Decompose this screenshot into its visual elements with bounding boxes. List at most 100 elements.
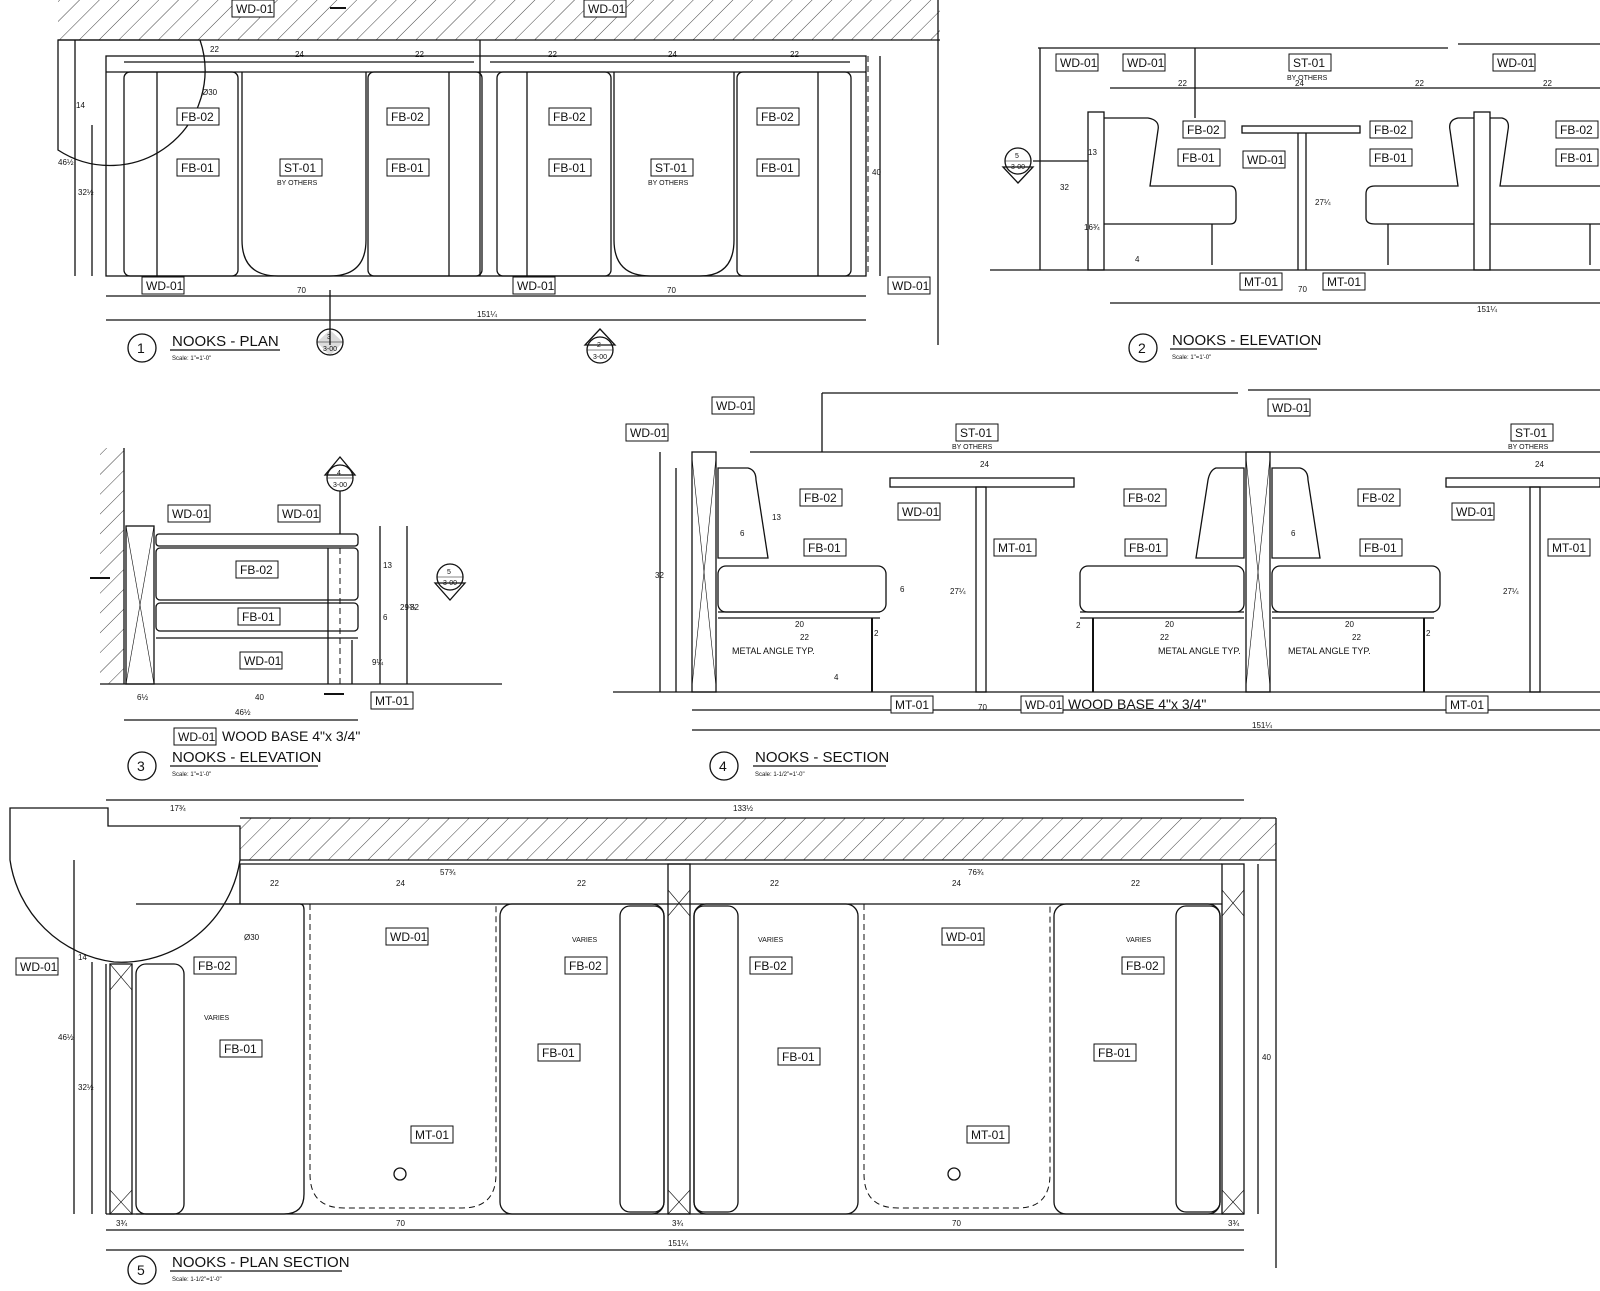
varies-note: VARIES: [758, 937, 783, 944]
tag-fb-02: FB-02: [564, 956, 608, 975]
dim: Ø30: [202, 88, 218, 97]
section-marker-5: 5 3-00: [1001, 147, 1088, 184]
tag-wd-01: WD-01: [1055, 53, 1099, 72]
dim: 32½: [78, 1083, 94, 1092]
dim: 22: [577, 879, 586, 888]
tag-fb-02: FB-02: [176, 107, 220, 126]
section-marker-2: 2 3-00: [583, 328, 617, 364]
svg-text:WD-01: WD-01: [244, 654, 282, 668]
varies-note: VARIES: [204, 1015, 229, 1022]
svg-text:FB-01: FB-01: [1364, 541, 1397, 555]
svg-text:FB-01: FB-01: [391, 161, 424, 175]
svg-text:FB-02: FB-02: [1128, 491, 1161, 505]
dim: 32: [1060, 183, 1069, 192]
svg-text:FB-01: FB-01: [181, 161, 214, 175]
column-hatch: [57, 39, 206, 167]
dim: 22: [210, 45, 219, 54]
tag-fb-01: FB-01: [777, 1047, 821, 1066]
dim: 27¼: [1315, 198, 1331, 207]
tag-wd-01: WD-01: [711, 396, 755, 415]
tag-wd-01: WD-01: [239, 651, 283, 670]
svg-text:ST-01: ST-01: [284, 161, 316, 175]
svg-text:MT-01: MT-01: [895, 698, 929, 712]
tag-wd-01: WD-01: [173, 727, 217, 746]
svg-text:Scale: 1-1/2"=1'-0": Scale: 1-1/2"=1'-0": [755, 772, 805, 778]
svg-text:WD-01: WD-01: [902, 505, 940, 519]
tag-wd-01: WD-01: [1267, 398, 1311, 417]
svg-text:MT-01: MT-01: [1552, 541, 1586, 555]
section-marker-4: 4 3-00: [323, 455, 357, 534]
svg-text:NOOKS - SECTION: NOOKS - SECTION: [755, 749, 889, 766]
svg-text:3-00: 3-00: [1011, 164, 1025, 171]
plan-dims: 22 24 22 22 24 22 70 70 151¼ 40 46½ 32½ …: [58, 45, 881, 319]
metal-angle-note: METAL ANGLE TYP.: [732, 646, 815, 656]
svg-text:3-00: 3-00: [443, 580, 457, 587]
svg-text:3-00: 3-00: [593, 354, 607, 361]
tag-wd-01: WD-01: [231, 0, 275, 18]
dim: 4: [834, 673, 839, 682]
tag-fb-02: FB-02: [235, 560, 279, 579]
svg-text:WD-01: WD-01: [1025, 698, 1063, 712]
dim: 46½: [58, 1033, 74, 1042]
svg-text:MT-01: MT-01: [1450, 698, 1484, 712]
svg-text:3: 3: [137, 758, 145, 774]
dim: 3¾: [116, 1219, 127, 1228]
tag-fb-02: FB-02: [386, 107, 430, 126]
dim: 20: [1165, 620, 1174, 629]
svg-text:WD-01: WD-01: [517, 279, 555, 293]
svg-text:FB-02: FB-02: [391, 110, 424, 124]
dim: 16¾: [1084, 223, 1100, 232]
tag-fb-02: FB-02: [1121, 956, 1165, 975]
svg-text:WD-01: WD-01: [390, 930, 428, 944]
svg-text:FB-02: FB-02: [1374, 123, 1407, 137]
svg-text:FB-01: FB-01: [553, 161, 586, 175]
dim: 151¼: [477, 310, 497, 319]
tag-wd-01: WD-01: [625, 423, 669, 442]
tag-fb-01: FB-01: [219, 1039, 263, 1058]
svg-text:Scale: 1"=1'-0": Scale: 1"=1'-0": [1172, 355, 1211, 361]
svg-text:3-00: 3-00: [323, 346, 337, 353]
metal-angle-note: METAL ANGLE TYP.: [1158, 646, 1241, 656]
tag-mt-01: MT-01: [1547, 538, 1591, 557]
dim: 24: [1535, 460, 1544, 469]
svg-text:MT-01: MT-01: [1244, 275, 1278, 289]
tag-wd-01: WD-01: [897, 502, 941, 521]
svg-text:NOOKS - PLAN SECTION: NOOKS - PLAN SECTION: [172, 1254, 350, 1271]
dim: 24: [295, 50, 304, 59]
svg-text:WD-01: WD-01: [1456, 505, 1494, 519]
dim: 2: [1426, 629, 1431, 638]
tag-mt-01: MT-01: [966, 1125, 1010, 1144]
svg-text:FB-02: FB-02: [754, 959, 787, 973]
svg-text:FB-01: FB-01: [224, 1042, 257, 1056]
tag-fb-01: FB-01: [548, 158, 592, 177]
svg-text:NOOKS - PLAN: NOOKS - PLAN: [172, 333, 279, 350]
svg-text:FB-02: FB-02: [804, 491, 837, 505]
tag-wd-01: WD-01: [167, 504, 211, 523]
svg-text:FB-02: FB-02: [240, 563, 273, 577]
svg-text:4: 4: [337, 470, 341, 477]
tag-st-01: ST-01: [1288, 53, 1332, 72]
tag-wd-01: WD-01: [512, 276, 556, 295]
svg-text:FB-01: FB-01: [782, 1050, 815, 1064]
svg-text:WD-01: WD-01: [1247, 153, 1285, 167]
dim: 24: [980, 460, 989, 469]
svg-text:FB-01: FB-01: [1560, 151, 1593, 165]
svg-text:WD-01: WD-01: [172, 507, 210, 521]
dim: 27¼: [1503, 587, 1519, 596]
svg-text:WD-01: WD-01: [178, 730, 216, 744]
dim: 70: [952, 1219, 961, 1228]
dim: 32: [410, 603, 419, 612]
tag-wd-01: WD-01: [1242, 150, 1286, 169]
dim: 3¾: [672, 1219, 683, 1228]
dim: 14: [76, 101, 85, 110]
tag-wd-01: WD-01: [141, 276, 185, 295]
dim: 133½: [733, 804, 753, 813]
svg-text:FB-02: FB-02: [761, 110, 794, 124]
svg-text:FB-02: FB-02: [1126, 959, 1159, 973]
svg-text:NOOKS - ELEVATION: NOOKS - ELEVATION: [1172, 332, 1321, 349]
tag-fb-02: FB-02: [749, 956, 793, 975]
dim: 70: [1298, 285, 1307, 294]
svg-text:MT-01: MT-01: [375, 694, 409, 708]
dim: 6: [740, 529, 745, 538]
